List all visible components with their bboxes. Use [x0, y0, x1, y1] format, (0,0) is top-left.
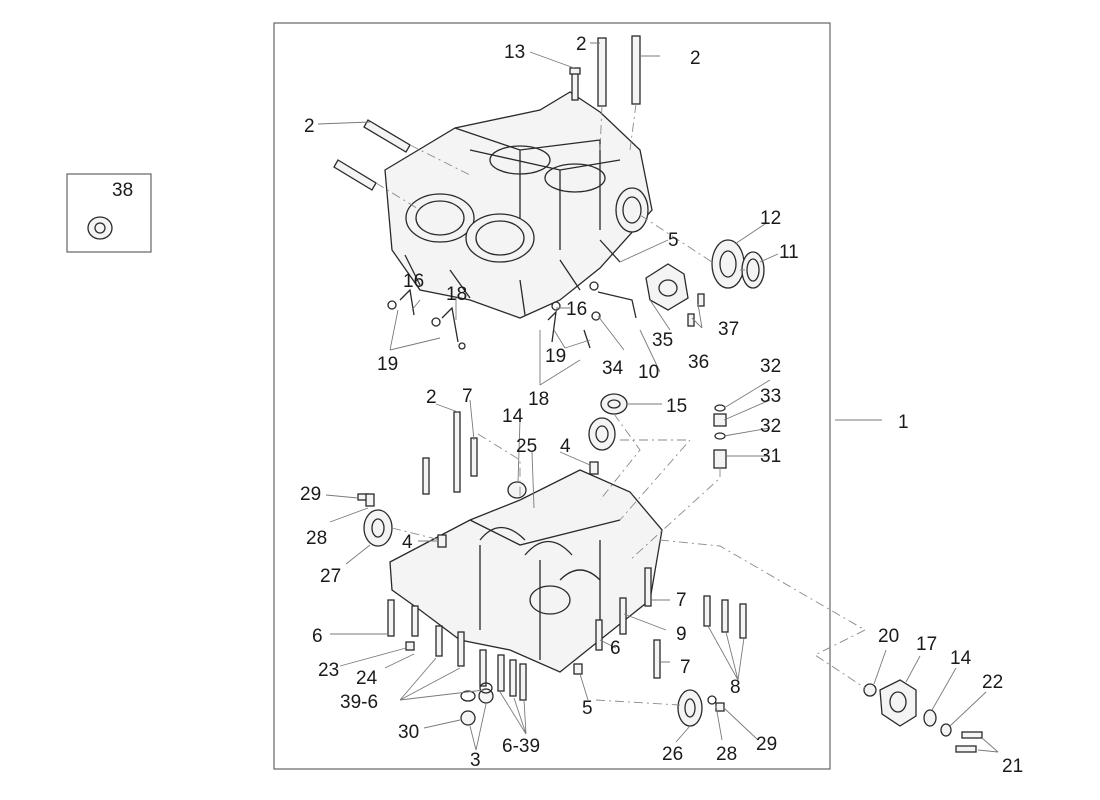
- upper-crankcase: [384, 91, 653, 319]
- screws-37: [687, 293, 705, 327]
- bearing-15-lower: [588, 417, 616, 451]
- stud-2-top-right: [631, 35, 641, 105]
- label-25: 25: [516, 436, 537, 457]
- dowel-5-lower: [573, 663, 583, 675]
- label-22: 22: [982, 672, 1003, 693]
- label-28-left: 28: [306, 528, 327, 549]
- label-7-right-a: 7: [676, 590, 687, 611]
- inset-frame-38: [66, 173, 152, 253]
- label-19-right: 19: [545, 346, 566, 367]
- label-31: 31: [760, 446, 781, 467]
- screw-29-left: [357, 493, 375, 507]
- label-13: 13: [504, 42, 525, 63]
- label-14-lower: 14: [502, 406, 524, 427]
- label-29-left: 29: [300, 484, 321, 505]
- seal-11: [741, 251, 765, 289]
- stud-2-lower: [422, 411, 461, 495]
- callout-labels: 1 2 2 2 2 3 4 4 5 5 6 6 7 7 7 8 9 10 11 …: [112, 34, 1023, 777]
- label-29-right: 29: [756, 734, 777, 755]
- oring-20: [863, 683, 877, 697]
- bolts-7-right: [644, 567, 661, 679]
- label-11: 11: [779, 242, 799, 263]
- label-2-left: 2: [304, 116, 315, 137]
- screws-21: [955, 731, 983, 753]
- bolt-7-upper: [470, 437, 478, 477]
- bolt-13: [569, 67, 581, 101]
- label-4-a: 4: [560, 436, 571, 457]
- label-18-lower: 18: [528, 389, 549, 410]
- label-10: 10: [638, 362, 659, 383]
- label-1: 1: [898, 412, 909, 433]
- bearing-15: [600, 393, 628, 415]
- label-30: 30: [398, 722, 419, 743]
- label-9: 9: [676, 624, 687, 645]
- label-12: 12: [760, 208, 781, 229]
- bushing-14: [507, 481, 527, 499]
- label-34: 34: [602, 358, 624, 379]
- label-2-top-a: 2: [576, 34, 587, 55]
- main-frame: [273, 22, 831, 770]
- label-21: 21: [1002, 756, 1023, 777]
- nut-3: [478, 682, 494, 704]
- plug-23: [405, 641, 415, 651]
- oil-jets-left: [387, 288, 466, 350]
- label-32-mid: 32: [760, 416, 781, 437]
- label-19-left: 19: [377, 354, 398, 375]
- screw-29-right: [707, 695, 725, 712]
- label-35: 35: [652, 330, 673, 351]
- label-2-lower: 2: [426, 387, 437, 408]
- leader-lines: [317, 42, 999, 753]
- stud-2-left: [333, 119, 411, 191]
- lower-crankcase: [389, 469, 663, 673]
- label-23: 23: [318, 660, 339, 681]
- label-14-right: 14: [950, 648, 972, 669]
- label-5-upper: 5: [668, 230, 679, 251]
- bearing-26: [677, 689, 703, 727]
- label-7-upper: 7: [462, 386, 473, 407]
- label-2-top-b: 2: [690, 48, 701, 69]
- label-4-b: 4: [402, 532, 413, 553]
- stack-31-33: [713, 404, 727, 469]
- label-32-top: 32: [760, 356, 781, 377]
- seal-14-right: [923, 709, 937, 727]
- label-18-left: 18: [446, 284, 467, 305]
- label-17: 17: [916, 634, 937, 655]
- label-39-6: 39-6: [340, 692, 378, 713]
- stud-2-top-left: [597, 37, 607, 107]
- bearing-27: [363, 509, 393, 547]
- nut-30: [460, 690, 476, 726]
- label-6-left: 6: [312, 626, 323, 647]
- label-38: 38: [112, 180, 133, 201]
- label-37: 37: [718, 319, 739, 340]
- bolts-6-left: [387, 599, 465, 667]
- part-38: [87, 216, 113, 240]
- oil-jets-right: [547, 281, 637, 349]
- label-16-right: 16: [566, 299, 587, 320]
- bolts-6-39: [479, 649, 527, 701]
- label-6-39: 6-39: [502, 736, 540, 757]
- washer-22: [940, 723, 952, 737]
- label-5-lower: 5: [582, 698, 593, 719]
- label-3: 3: [470, 750, 481, 771]
- label-6-mid: 6: [610, 638, 621, 659]
- assembly-17: [879, 679, 917, 727]
- label-26: 26: [662, 744, 683, 765]
- label-16-left: 16: [403, 271, 424, 292]
- label-28-right: 28: [716, 744, 737, 765]
- label-36: 36: [688, 352, 709, 373]
- bearing-12: [711, 239, 745, 289]
- label-8: 8: [730, 677, 741, 698]
- label-33: 33: [760, 386, 781, 407]
- label-27: 27: [320, 566, 341, 587]
- label-20: 20: [878, 626, 899, 647]
- label-24: 24: [356, 668, 378, 689]
- bolts-8: [703, 595, 747, 639]
- bolts-9: [595, 597, 627, 651]
- label-15: 15: [666, 396, 687, 417]
- assembly-lines: [375, 103, 866, 706]
- label-7-right-b: 7: [680, 657, 691, 678]
